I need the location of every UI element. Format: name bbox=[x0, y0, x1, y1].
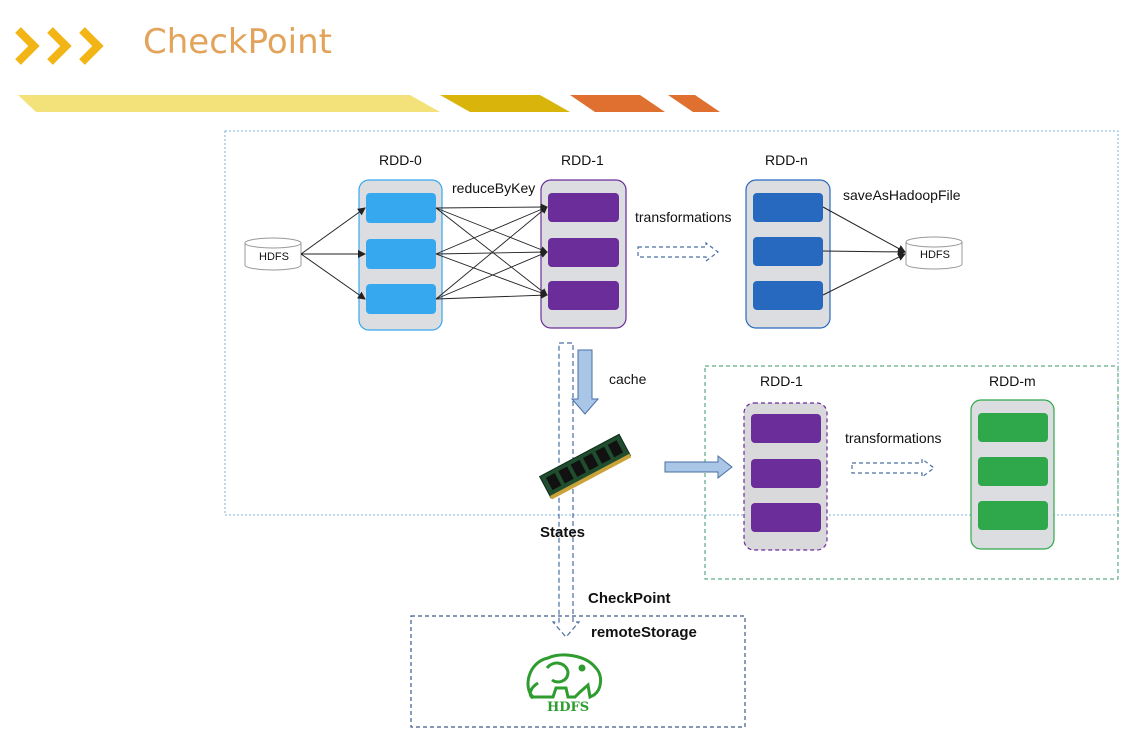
rddm-label: RDD-m bbox=[989, 373, 1036, 389]
rdd0-partition bbox=[366, 193, 436, 223]
cache-label: cache bbox=[609, 371, 647, 387]
shuffle-arrows bbox=[435, 203, 548, 300]
rdd-pipeline-boundary bbox=[224, 130, 1119, 516]
hdfs-elephant-logo bbox=[526, 653, 602, 700]
hdfs-sink-label: HDFS bbox=[920, 249, 950, 261]
rddm-partition bbox=[978, 501, 1048, 530]
rddn-partition bbox=[753, 281, 823, 310]
transformations-arrow-bottom bbox=[851, 457, 935, 479]
header-stripe bbox=[668, 95, 720, 112]
rdd1-cached-partition bbox=[751, 503, 821, 532]
rdd1-cached-partition bbox=[751, 414, 821, 443]
hdfs-source-cylinder bbox=[244, 237, 302, 271]
rdd1-partition bbox=[548, 193, 619, 222]
rdd0-label: RDD-0 bbox=[379, 152, 422, 168]
rdd1-label: RDD-1 bbox=[561, 152, 604, 168]
rdd0-partition bbox=[366, 239, 436, 269]
rddn-to-hdfs-arrows bbox=[822, 206, 906, 296]
rdd1-cached-label: RDD-1 bbox=[760, 373, 803, 389]
hdfs-source-label: HDFS bbox=[259, 251, 289, 263]
save-as-hadoop-file-label: saveAsHadoopFile bbox=[843, 187, 961, 203]
transformations-bottom-label: transformations bbox=[845, 430, 942, 446]
rddm-partition bbox=[978, 457, 1048, 486]
reduce-by-key-label: reduceByKey bbox=[452, 180, 536, 196]
chevron-icon bbox=[15, 27, 104, 65]
cache-arrow bbox=[570, 349, 600, 415]
remote-storage-boundary bbox=[410, 615, 746, 728]
hdfs-logo-text: HDFS bbox=[547, 700, 590, 715]
header-stripe bbox=[440, 95, 570, 112]
page-title: CheckPoint bbox=[143, 22, 333, 62]
checkpoint-label: CheckPoint bbox=[588, 590, 671, 607]
checkpoint-arrow bbox=[551, 342, 581, 638]
hdfs-sink-cylinder bbox=[905, 236, 963, 270]
rdd1-partition bbox=[548, 238, 619, 267]
rdd1-cached-partition bbox=[751, 459, 821, 488]
rddn-partition bbox=[753, 237, 823, 266]
hdfs-to-rdd0-arrows bbox=[300, 207, 366, 300]
transformations-arrow-top bbox=[637, 241, 719, 263]
rdd0-partition bbox=[366, 284, 436, 314]
transformations-top-label: transformations bbox=[635, 209, 732, 225]
header-stripe bbox=[18, 95, 440, 112]
cached-pipeline-boundary bbox=[704, 365, 1119, 580]
header-stripe bbox=[570, 95, 665, 112]
states-label: States bbox=[540, 524, 586, 541]
memory-module-icon bbox=[538, 433, 632, 500]
rddm-partition bbox=[978, 413, 1048, 442]
rddn-label: RDD-n bbox=[765, 152, 808, 168]
remote-storage-label: remoteStorage bbox=[591, 624, 697, 641]
rddn-partition bbox=[753, 193, 823, 222]
rdd1-partition bbox=[548, 281, 619, 310]
states-to-cache-arrow bbox=[664, 454, 733, 480]
